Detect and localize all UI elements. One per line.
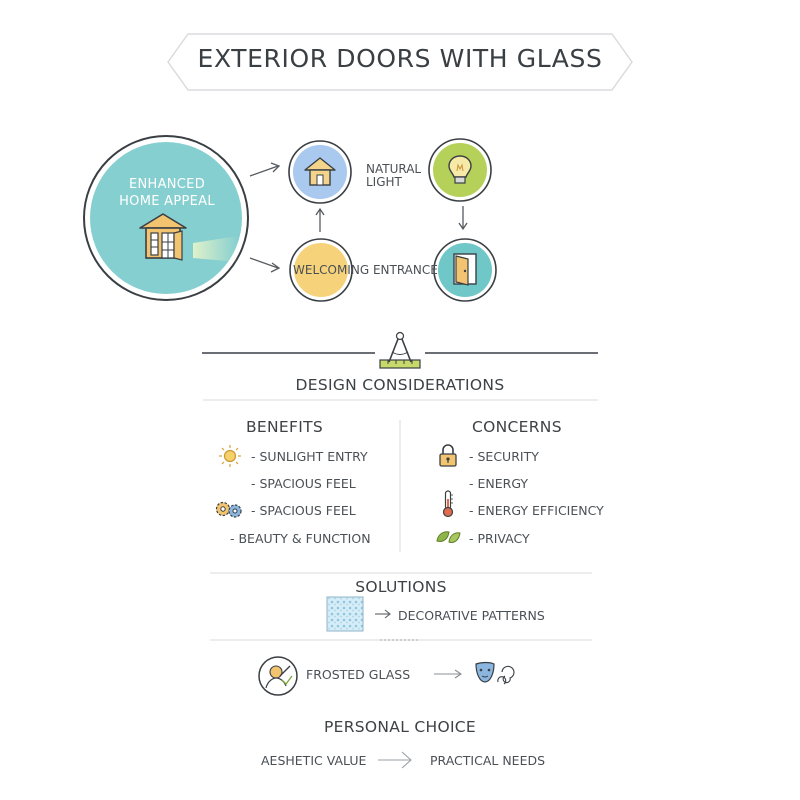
light-bulb-icon xyxy=(448,155,472,184)
decorative-pattern-swatch xyxy=(326,596,364,632)
entrance-circle xyxy=(289,238,353,302)
natural-light-line2: LIGHT xyxy=(366,175,402,189)
welcoming-entrance-label: WELCOMING ENTRANCE xyxy=(293,263,438,277)
benefits-heading: BENEFITS xyxy=(246,418,324,436)
frosted-glass-icon xyxy=(258,656,298,696)
hero-label-line2: HOME APPEAL xyxy=(119,194,215,209)
long-arrow-icon xyxy=(378,751,412,769)
arrow-right-icon xyxy=(375,609,391,619)
solutions-heading: SOLUTIONS xyxy=(355,578,447,596)
open-door-icon xyxy=(453,253,477,286)
theater-masks-icon xyxy=(475,661,515,685)
hero-label-line1: ENHANCED xyxy=(128,177,206,192)
practical-needs-label: PRACTICAL NEEDS xyxy=(430,753,546,768)
title-banner xyxy=(167,33,633,91)
concern-item-3: - ENERGY EFFICIENCY xyxy=(469,503,604,518)
hero-label: ENHANCED HOME APPEAL xyxy=(96,176,238,210)
page-title: EXTERIOR DOORS WITH GLASS xyxy=(197,44,603,73)
padlock-icon xyxy=(439,444,457,467)
house-door-icon xyxy=(139,213,187,261)
personal-choice-heading: PERSONAL CHOICE xyxy=(323,718,477,736)
decorative-patterns-label: DECORATIVE PATTERNS xyxy=(398,608,545,623)
benefit-item-4: - BEAUTY & FUNCTION xyxy=(230,531,371,546)
concern-item-1: - SECURITY xyxy=(469,449,539,464)
gears-icon xyxy=(215,501,242,518)
leaves-icon xyxy=(436,531,461,543)
benefit-item-1: - SUNLIGHT ENTRY xyxy=(251,449,368,464)
design-considerations-heading: DESIGN CONSIDERATIONS xyxy=(295,376,505,394)
house-icon xyxy=(304,157,336,186)
concern-item-4: - PRIVACY xyxy=(469,531,530,546)
benefit-item-2: - SPACIOUS FEEL xyxy=(251,476,356,491)
arrow-right-icon-2 xyxy=(434,669,462,679)
concern-item-2: - ENERGY xyxy=(469,476,529,491)
flow-arrows xyxy=(249,162,468,273)
sun-icon xyxy=(219,445,241,467)
natural-light-line1: NATURAL xyxy=(366,162,422,176)
aesthetic-value-label: AESHETIC VALUE xyxy=(261,753,367,768)
thermometer-icon xyxy=(442,490,454,518)
benefit-item-3: - SPACIOUS FEEL xyxy=(251,503,356,518)
concerns-heading: CONCERNS xyxy=(472,418,562,436)
compass-ruler-icon xyxy=(379,331,421,369)
frosted-glass-label: FROSTED GLASS xyxy=(306,667,411,682)
natural-light-label: NATURAL LIGHT xyxy=(366,163,421,189)
